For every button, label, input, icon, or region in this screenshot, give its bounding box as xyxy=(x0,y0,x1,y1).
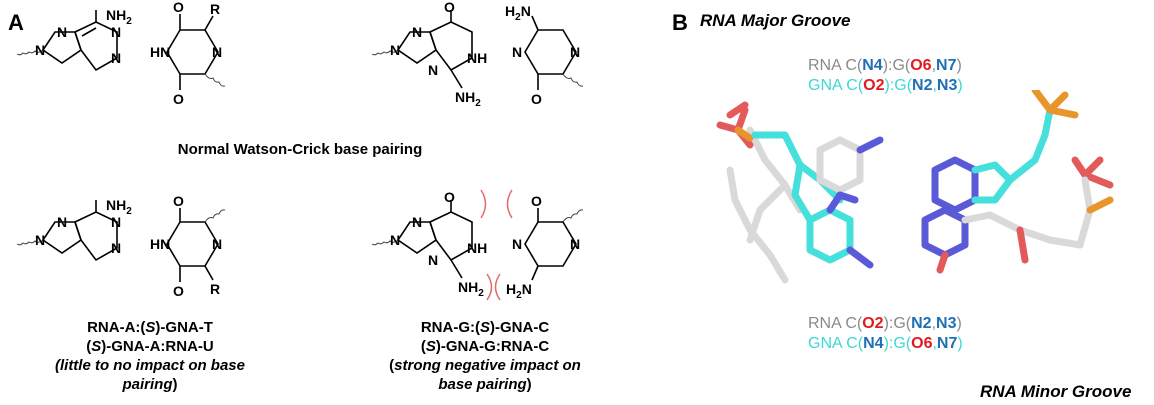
atom-n: N xyxy=(111,50,121,66)
guanine-top: N N O NH N NH2 xyxy=(371,0,487,109)
svg-text:O: O xyxy=(444,189,455,205)
svg-text:NH: NH xyxy=(467,240,487,256)
atom-o: O xyxy=(173,0,184,15)
legend-row-rna: RNA C(O2):G(N2,N3) xyxy=(808,315,962,332)
svg-text:R: R xyxy=(210,281,220,297)
svg-text:N: N xyxy=(570,44,580,60)
svg-text:O: O xyxy=(531,193,542,209)
svg-text:O: O xyxy=(173,193,184,209)
svg-text:N: N xyxy=(428,62,438,78)
svg-text:N: N xyxy=(212,236,222,252)
svg-text:H2N: H2N xyxy=(505,3,531,23)
panel-a-structures: N N N N NH2 O R HN N O N N O NH N NH2 xyxy=(16,0,584,301)
svg-text:N: N xyxy=(412,24,422,40)
svg-text:N: N xyxy=(512,44,522,60)
clash-mark xyxy=(494,273,501,301)
clash-mark xyxy=(480,189,487,219)
svg-text:N: N xyxy=(35,232,45,248)
atom-o: O xyxy=(173,91,184,107)
atom-n: N xyxy=(57,24,67,40)
atom-hn: HN xyxy=(150,44,170,60)
molecular-overlay-image xyxy=(716,90,1114,284)
bottom-legend: RNA C(O2):G(N2,N3) GNA C(N4):G(O6,N7) xyxy=(808,314,963,354)
uracil-bottom: O HN N O R xyxy=(150,193,226,299)
right-caption: RNA-G:(S)-GNA-C (S)-GNA-G:RNA-C (strong … xyxy=(389,319,581,393)
svg-text:NH: NH xyxy=(467,50,487,66)
svg-text:N: N xyxy=(111,214,121,230)
left-caption: RNA-A:(S)-GNA-T (S)-GNA-A:RNA-U (little … xyxy=(54,319,245,393)
legend-row-gna: GNA C(N4):G(O6,N7) xyxy=(808,335,963,352)
panel-a-label: A xyxy=(8,10,24,35)
legend-row-gna: GNA C(O2):G(N2,N3) xyxy=(808,77,963,94)
top-legend: RNA C(N4):G(O6,N7) GNA C(O2):G(N2,N3) xyxy=(808,56,963,96)
cytosine-bottom: O N N H2N xyxy=(506,193,584,301)
major-groove-label: RNA Major Groove xyxy=(700,11,851,30)
svg-text:NH2: NH2 xyxy=(455,89,481,109)
svg-text:N: N xyxy=(412,214,422,230)
atom-r: R xyxy=(210,1,220,17)
svg-text:N: N xyxy=(390,42,400,58)
normal-pairing-caption: Normal Watson-Crick base pairing xyxy=(177,141,423,158)
svg-text:O: O xyxy=(173,283,184,299)
adenine-top: N N N N NH2 xyxy=(16,7,132,72)
svg-text:N: N xyxy=(57,214,67,230)
svg-text:O: O xyxy=(444,0,455,15)
legend-row-rna: RNA C(N4):G(O6,N7) xyxy=(808,57,962,74)
clash-mark xyxy=(506,189,513,219)
svg-text:N: N xyxy=(111,240,121,256)
atom-n: N xyxy=(111,24,121,40)
svg-text:NH2: NH2 xyxy=(106,7,132,27)
svg-text:H2N: H2N xyxy=(506,281,532,301)
cytosine-top: H2N N N O xyxy=(505,3,584,107)
svg-text:N: N xyxy=(390,232,400,248)
guanine-bottom: N N O NH N NH2 xyxy=(371,189,513,301)
svg-text:N: N xyxy=(570,236,580,252)
minor-groove-label: RNA Minor Groove xyxy=(980,382,1132,401)
panel-b-label: B xyxy=(672,10,688,35)
svg-text:NH2: NH2 xyxy=(458,279,484,299)
atom-n: N xyxy=(212,44,222,60)
atom-n: N xyxy=(35,42,45,58)
svg-text:HN: HN xyxy=(150,236,170,252)
adenine-bottom: N N N N NH2 xyxy=(16,197,132,262)
svg-text:NH2: NH2 xyxy=(106,197,132,217)
uracil-top: O R HN N O xyxy=(150,0,226,107)
svg-text:O: O xyxy=(531,91,542,107)
clash-mark xyxy=(486,273,493,301)
svg-text:N: N xyxy=(428,252,438,268)
svg-text:N: N xyxy=(512,236,522,252)
